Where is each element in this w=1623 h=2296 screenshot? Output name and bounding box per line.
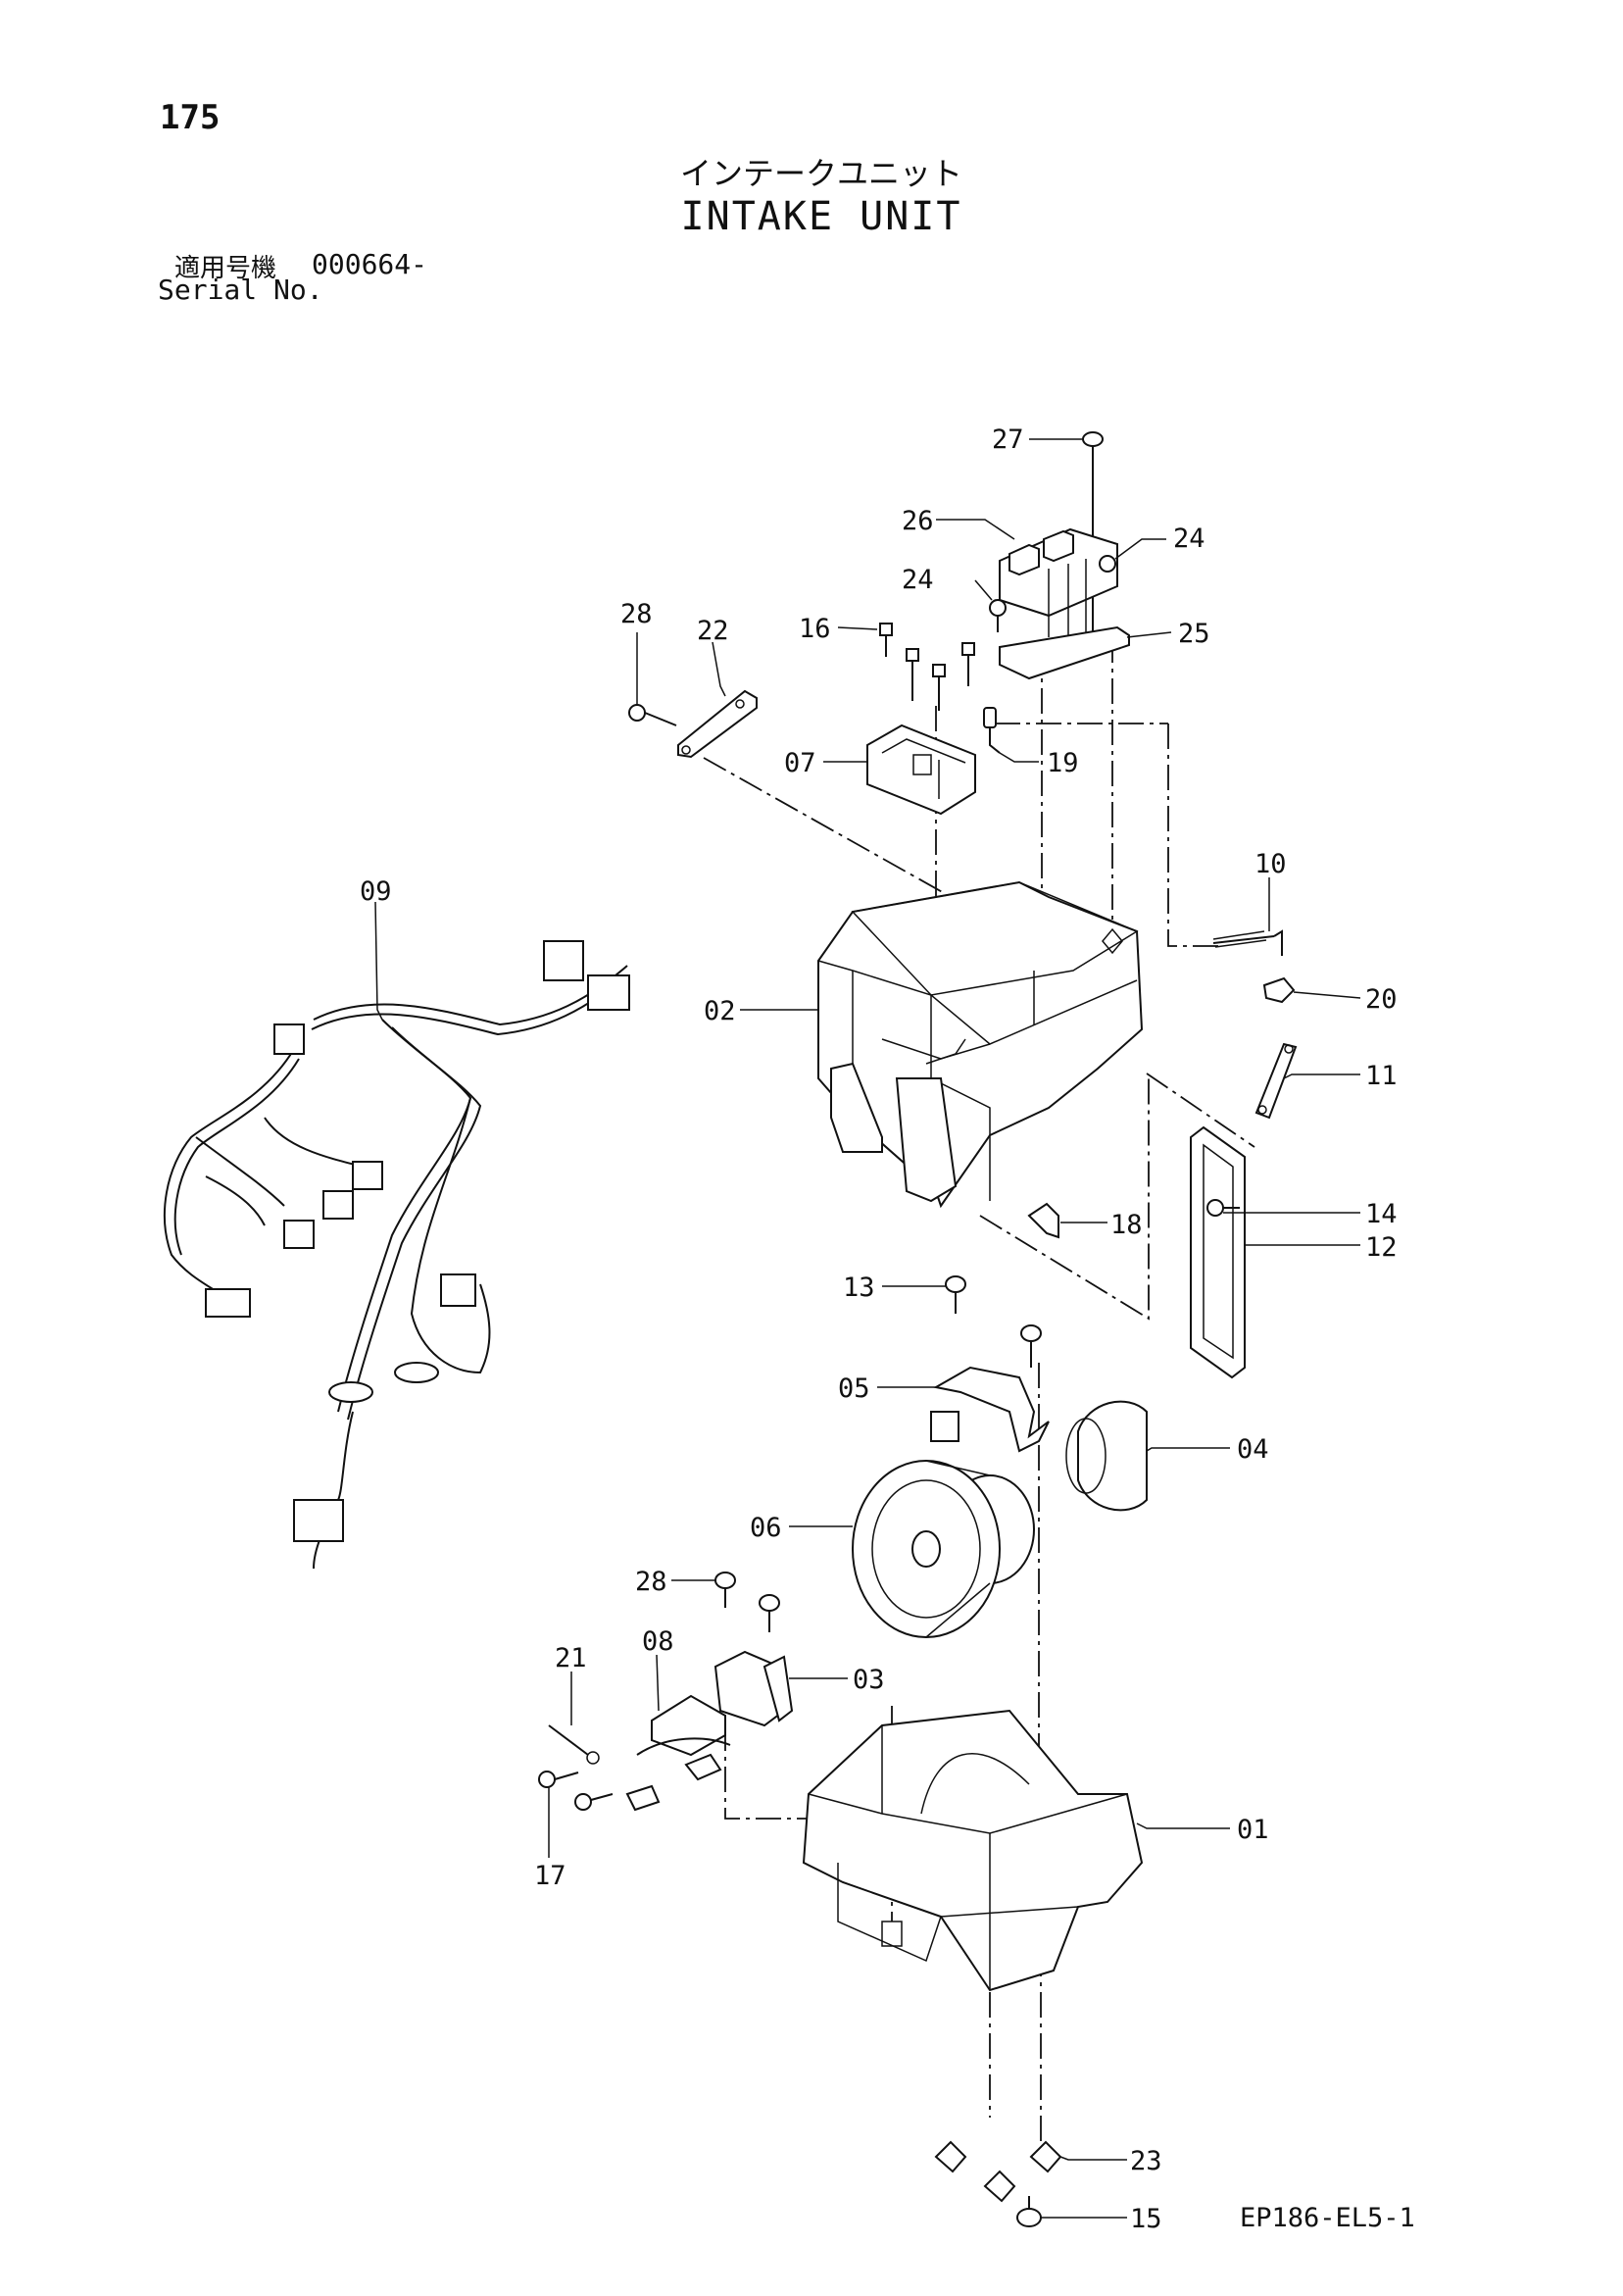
part-08-connector (636, 1694, 731, 1781)
part-28-screw-lower (714, 1572, 780, 1632)
part-24-screws (989, 555, 1116, 632)
callout-23: 23 (1130, 2146, 1162, 2176)
callout-08: 08 (642, 1626, 674, 1657)
callout-28-top: 28 (620, 599, 653, 629)
serial-number-value: 000664- (312, 248, 428, 280)
callout-20: 20 (1365, 984, 1398, 1015)
callout-labels: 27 26 24 24 25 28 22 16 07 19 09 10 02 2… (360, 424, 1398, 2234)
callout-17: 17 (534, 1861, 566, 1891)
part-16-bolts (879, 623, 975, 711)
callout-16: 16 (799, 614, 831, 644)
part-10-rod (1212, 929, 1283, 956)
callout-22: 22 (697, 616, 729, 646)
callout-14: 14 (1365, 1199, 1398, 1229)
part-03-resistor (713, 1650, 794, 1727)
part-12-filter-frame (1190, 1125, 1246, 1379)
leader-lines (374, 438, 1361, 2219)
part-17-screws (538, 1771, 661, 1812)
part-01-lower-case (802, 1709, 1144, 1992)
callout-13: 13 (843, 1273, 875, 1303)
document-code: EP186-EL5-1 (1240, 2203, 1415, 2233)
part-05-cover (933, 1366, 1050, 1453)
callout-11: 11 (1365, 1061, 1398, 1091)
callout-01: 01 (1237, 1815, 1269, 1845)
callout-21: 21 (555, 1643, 587, 1673)
title-english: INTAKE UNIT (680, 194, 962, 239)
callout-24-left: 24 (902, 565, 934, 595)
part-28-screw-top (628, 704, 677, 726)
page-number: 175 (160, 98, 221, 137)
callout-10: 10 (1254, 849, 1287, 879)
part-02-upper-case (817, 880, 1144, 1209)
callout-25: 25 (1178, 619, 1210, 649)
callout-05: 05 (838, 1373, 870, 1404)
part-23-clips (934, 2140, 1062, 2203)
part-21-pin (548, 1724, 600, 1765)
part-07-actuator (866, 724, 976, 816)
part-25-bracket (999, 625, 1130, 680)
part-15-screw (1016, 2196, 1042, 2227)
part-06-blower-fan (852, 1411, 1035, 1638)
part-09-wire-harness (163, 940, 630, 1570)
part-11-lever (1254, 1042, 1298, 1120)
callout-28-lower: 28 (635, 1567, 667, 1597)
part-22-lever (677, 689, 758, 759)
callout-18: 18 (1110, 1210, 1143, 1240)
serial-label-english: Serial No. (158, 274, 323, 306)
callout-04: 04 (1237, 1434, 1269, 1465)
callout-24-right: 24 (1173, 524, 1205, 554)
callout-03: 03 (853, 1665, 885, 1695)
callout-09: 09 (360, 876, 392, 907)
callout-15: 15 (1130, 2204, 1162, 2234)
callout-06: 06 (750, 1513, 782, 1543)
callout-02: 02 (704, 996, 736, 1026)
part-18-clip (1027, 1202, 1059, 1239)
part-04-ring (1065, 1400, 1148, 1512)
callout-19: 19 (1047, 748, 1079, 778)
part-20-clip (1262, 976, 1296, 1004)
title-japanese: インテークユニット (679, 155, 962, 192)
callout-26: 26 (902, 506, 934, 536)
serial-label-japanese: 適用号機 (174, 254, 277, 283)
callout-27: 27 (992, 424, 1024, 455)
callout-07: 07 (784, 748, 816, 778)
part-14-screw (1206, 1199, 1240, 1217)
part-19-link-pin (983, 707, 1001, 754)
callout-12: 12 (1365, 1232, 1398, 1263)
part-13-screw (945, 1275, 1042, 1368)
